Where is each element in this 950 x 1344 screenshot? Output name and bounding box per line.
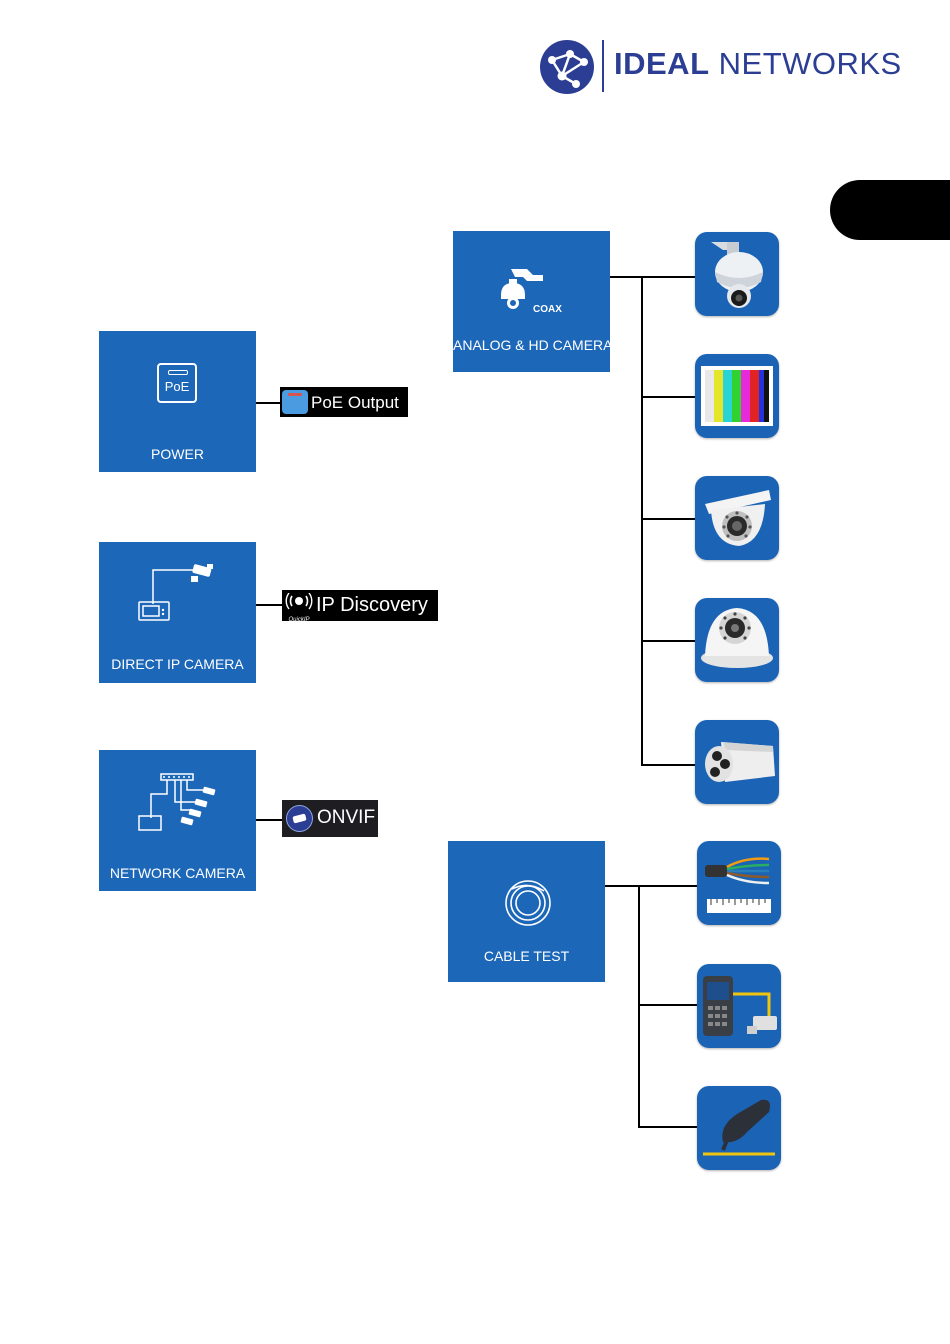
cable-test-tile[interactable]: CABLE TEST <box>448 841 605 982</box>
section-tab <box>830 180 950 240</box>
bullet-camera-app[interactable] <box>695 720 779 804</box>
branch-connector <box>642 276 696 278</box>
quickip-icon: QuickIP <box>285 593 313 618</box>
probe-icon <box>697 1086 781 1170</box>
direct-ip-camera-label: DIRECT IP CAMERA <box>99 656 256 672</box>
poe-output-button[interactable]: PoE Output <box>280 387 408 417</box>
bullet-camera-icon <box>695 720 779 804</box>
color-bars-app[interactable] <box>695 354 779 438</box>
quickip-badge: QuickIP <box>285 617 313 624</box>
branch-connector <box>642 518 696 520</box>
ceiling-dome-camera-app[interactable] <box>695 598 779 682</box>
poe-output-icon <box>282 390 308 414</box>
poe-icon: PoE <box>157 363 197 403</box>
dome-camera-app[interactable] <box>695 476 779 560</box>
network-camera-label: NETWORK CAMERA <box>99 865 256 881</box>
ip-discovery-label: IP Discovery <box>316 594 428 617</box>
cable-coil-icon <box>502 877 554 929</box>
network-camera-icon <box>137 770 221 836</box>
tester-app[interactable] <box>697 964 781 1048</box>
brand-name-bold: IDEAL <box>614 46 710 81</box>
connector-line <box>610 276 642 278</box>
connector-line <box>256 819 282 821</box>
branch-connector <box>639 1126 697 1128</box>
color-bars-icon <box>695 354 779 438</box>
onvif-icon <box>286 805 313 832</box>
dome-camera-icon <box>695 476 779 560</box>
tester-icon <box>697 964 781 1048</box>
power-label: POWER <box>99 446 256 462</box>
direct-ip-camera-icon <box>135 562 221 624</box>
ideal-networks-logo-icon <box>540 40 594 94</box>
brand-name-regular: NETWORKS <box>719 46 902 81</box>
connector-line <box>256 604 282 606</box>
analog-hd-camera-label: ANALOG & HD CAMERA <box>453 337 610 353</box>
branch-connector <box>639 885 697 887</box>
branch-connector <box>642 640 696 642</box>
ptz-camera-icon <box>695 232 779 316</box>
cable-wires-icon <box>697 841 781 925</box>
poe-icon-text: PoE <box>159 379 195 394</box>
onvif-button[interactable]: ONVIF <box>282 800 378 837</box>
onvif-label: ONVIF <box>317 807 375 829</box>
branch-connector <box>642 396 696 398</box>
branch-connector <box>642 764 696 766</box>
branch-connector <box>639 1004 697 1006</box>
branch-line <box>638 885 640 1128</box>
brand-name: IDEAL NETWORKS <box>614 46 902 82</box>
ptz-camera-app[interactable] <box>695 232 779 316</box>
network-camera-tile[interactable]: NETWORK CAMERA <box>99 750 256 891</box>
power-tile[interactable]: PoE POWER <box>99 331 256 472</box>
analog-hd-camera-tile[interactable]: COAX ANALOG & HD CAMERA <box>453 231 610 372</box>
probe-app[interactable] <box>697 1086 781 1170</box>
direct-ip-camera-tile[interactable]: DIRECT IP CAMERA <box>99 542 256 683</box>
cable-test-label: CABLE TEST <box>448 948 605 964</box>
ip-discovery-button[interactable]: QuickIP IP Discovery <box>282 590 438 621</box>
connector-line <box>256 402 280 404</box>
cable-wires-app[interactable] <box>697 841 781 925</box>
poe-output-label: PoE Output <box>311 393 399 413</box>
branch-line <box>641 276 643 766</box>
coax-text: COAX <box>533 304 562 315</box>
ceiling-dome-camera-icon <box>695 598 779 682</box>
connector-line <box>605 885 639 887</box>
logo-divider <box>602 40 604 92</box>
